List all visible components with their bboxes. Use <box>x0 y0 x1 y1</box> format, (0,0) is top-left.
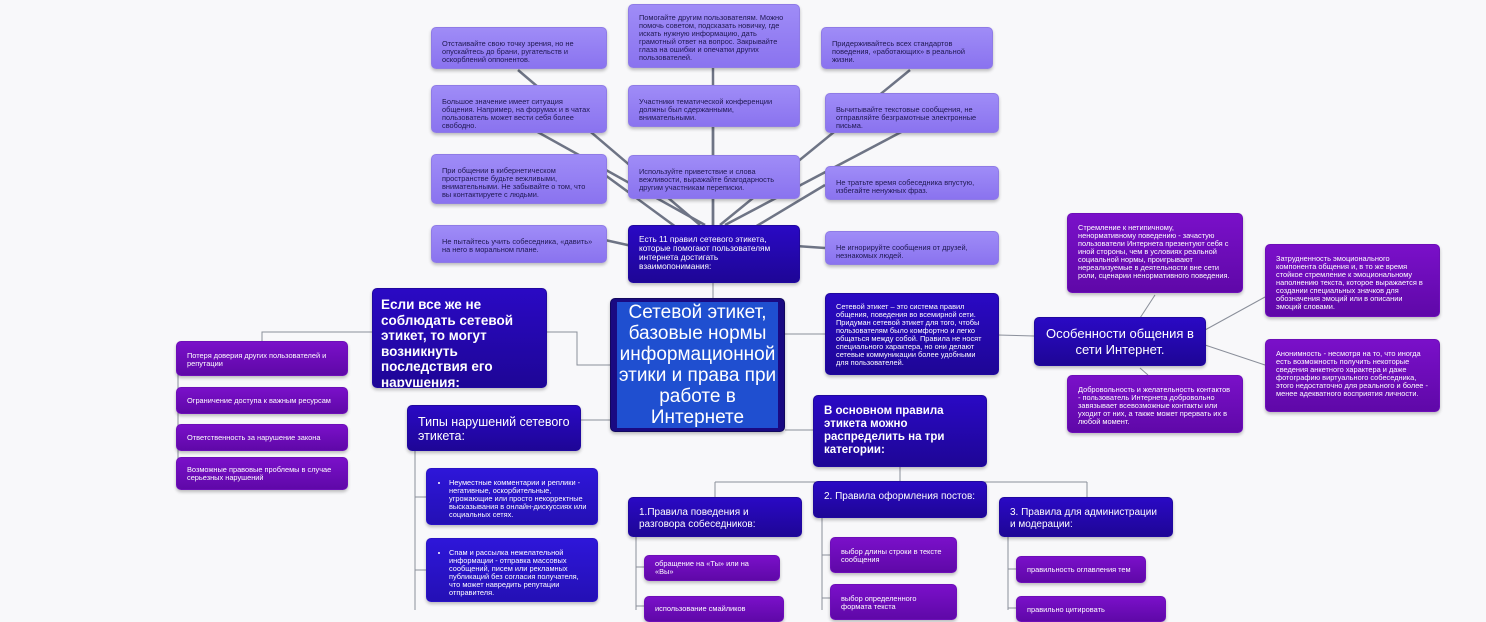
category-title: 1.Правила поведения и разговора собеседн… <box>639 507 756 530</box>
rule-node[interactable]: Отстаивайте свою точку зрения, но не опу… <box>431 27 607 69</box>
rules-hub-node[interactable]: Есть 11 правил сетевого этикета, которые… <box>628 225 800 283</box>
category-item-node[interactable]: выбор определенного формата текста <box>830 584 957 620</box>
rule-node[interactable]: Придерживайтесь всех стандартов поведени… <box>821 27 993 69</box>
definition-text: Сетевой этикет – это система правил обще… <box>836 302 982 367</box>
feature-node[interactable]: Стремление к нетипичному, ненормативному… <box>1067 213 1243 293</box>
category-node[interactable]: 2. Правила оформления постов: <box>813 481 987 518</box>
consequence-node[interactable]: Потеря доверия других пользователей и ре… <box>176 341 348 376</box>
category-item-node[interactable]: выбор длины строки в тексте сообщения <box>830 537 957 573</box>
violations-node[interactable]: Типы нарушений сетевого этикета: <box>407 405 581 451</box>
category-item-node[interactable]: обращение на «Ты» или на «Вы» <box>644 555 780 581</box>
rule-node[interactable]: Участники тематической конференции должн… <box>628 85 800 127</box>
rule-node[interactable]: Используйте приветствие и слова вежливос… <box>628 155 800 199</box>
rules-hub-title: Есть 11 правил сетевого этикета, которые… <box>639 234 771 271</box>
category-item-node[interactable]: правильно цитировать <box>1016 596 1166 622</box>
rule-text: Помогайте другим пользователям. Можно по… <box>639 13 784 62</box>
category-title: 2. Правила оформления постов: <box>824 491 976 502</box>
category-item-text: использование смайликов <box>655 604 746 613</box>
violation-text: Неуместные комментарии и реплики - негат… <box>449 479 587 519</box>
rule-text: Не пытайтесь учить собеседника, «давить»… <box>442 237 593 254</box>
consequence-node[interactable]: Возможные правовые проблемы в случае сер… <box>176 457 348 490</box>
categories-node[interactable]: В основном правила этикета можно распред… <box>813 395 987 467</box>
features-title: Особенности общения в сети Интернет. <box>1046 326 1194 357</box>
category-item-text: обращение на «Ты» или на «Вы» <box>655 559 749 576</box>
central-topic-title: Сетевой этикет, базовые нормы информацио… <box>617 302 778 428</box>
consequence-text: Ограничение доступа к важным ресурсам <box>187 395 331 405</box>
category-item-text: правильность оглавления тем <box>1027 564 1131 574</box>
violations-title: Типы нарушений сетевого этикета: <box>418 415 570 443</box>
category-item-node[interactable]: правильность оглавления тем <box>1016 556 1146 583</box>
feature-node[interactable]: Затрудненность эмоционального компонента… <box>1265 244 1440 317</box>
category-node[interactable]: 1.Правила поведения и разговора собеседн… <box>628 497 802 537</box>
rule-text: Не тратьте время собеседника впустую, из… <box>836 178 975 195</box>
rule-text: Не игнорируйте сообщения от друзей, незн… <box>836 243 968 260</box>
feature-text: Затрудненность эмоционального компонента… <box>1276 254 1423 311</box>
rule-text: При общении в кибернетическом пространст… <box>442 166 586 199</box>
rule-node[interactable]: При общении в кибернетическом пространст… <box>431 154 607 204</box>
consequence-text: Потеря доверия других пользователей и ре… <box>187 351 327 368</box>
rule-text: Большое значение имеет ситуация общения.… <box>442 97 590 130</box>
consequence-text: Ответственность за нарушение закона <box>187 432 321 442</box>
consequences-node[interactable]: Если все же не соблюдать сетевой этикет,… <box>372 288 547 388</box>
category-title: 3. Правила для администрации и модерации… <box>1010 507 1157 530</box>
consequence-text: Возможные правовые проблемы в случае сер… <box>187 464 332 482</box>
rule-node[interactable]: Не игнорируйте сообщения от друзей, незн… <box>825 231 999 265</box>
rule-text: Отстаивайте свою точку зрения, но не опу… <box>442 39 574 64</box>
violation-text: Спам и рассылка нежелательной информации… <box>449 549 587 597</box>
violation-node[interactable]: Неуместные комментарии и реплики - негат… <box>426 468 598 525</box>
category-item-text: выбор определенного формата текста <box>841 594 917 611</box>
rule-node[interactable]: Не тратьте время собеседника впустую, из… <box>825 166 999 200</box>
rule-node[interactable]: Большое значение имеет ситуация общения.… <box>431 85 607 133</box>
violation-node[interactable]: Спам и рассылка нежелательной информации… <box>426 538 598 602</box>
category-item-node[interactable]: использование смайликов <box>644 596 784 622</box>
consequence-node[interactable]: Ответственность за нарушение закона <box>176 424 348 451</box>
features-node[interactable]: Особенности общения в сети Интернет. <box>1034 317 1206 366</box>
rule-text: Используйте приветствие и слова вежливос… <box>639 167 775 192</box>
central-topic-node[interactable]: Сетевой этикет, базовые нормы информацио… <box>610 298 785 432</box>
rule-text: Вычитывайте текстовые сообщения, не отпр… <box>836 105 977 130</box>
consequences-title: Если все же не соблюдать сетевой этикет,… <box>381 297 514 388</box>
feature-text: Добровольность и желательность контактов… <box>1078 385 1231 426</box>
category-node[interactable]: 3. Правила для администрации и модерации… <box>999 497 1173 537</box>
category-item-text: выбор длины строки в тексте сообщения <box>841 547 942 564</box>
consequence-node[interactable]: Ограничение доступа к важным ресурсам <box>176 387 348 414</box>
rule-node[interactable]: Помогайте другим пользователям. Можно по… <box>628 4 800 68</box>
rule-node[interactable]: Не пытайтесь учить собеседника, «давить»… <box>431 225 607 263</box>
rule-text: Участники тематической конференции должн… <box>639 97 773 122</box>
definition-node[interactable]: Сетевой этикет – это система правил обще… <box>825 293 999 375</box>
feature-node[interactable]: Добровольность и желательность контактов… <box>1067 375 1243 433</box>
feature-node[interactable]: Анонимность - несмотря на то, что иногда… <box>1265 339 1440 412</box>
categories-title: В основном правила этикета можно распред… <box>824 405 945 456</box>
feature-text: Анонимность - несмотря на то, что иногда… <box>1276 349 1428 398</box>
rule-node[interactable]: Вычитывайте текстовые сообщения, не отпр… <box>825 93 999 133</box>
feature-text: Стремление к нетипичному, ненормативному… <box>1078 223 1230 280</box>
rule-text: Придерживайтесь всех стандартов поведени… <box>832 39 965 64</box>
